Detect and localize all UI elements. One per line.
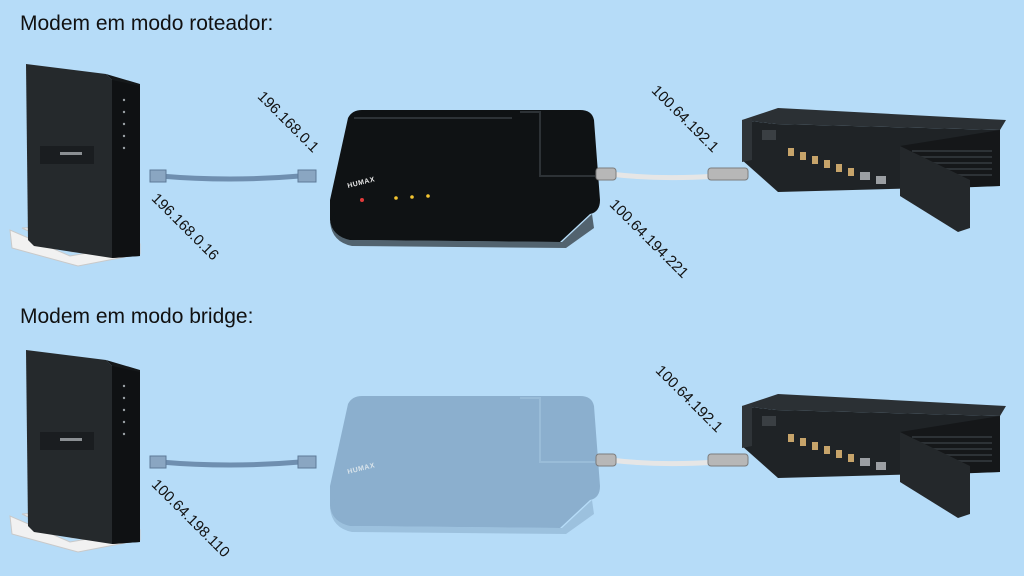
section-title-router-mode: Modem em modo roteador: <box>20 12 274 35</box>
cable-modem-1: HUMAX <box>330 110 600 248</box>
cmts-rack-2 <box>742 394 1006 518</box>
ethernet-cable-1 <box>149 169 317 183</box>
coax-cable-1 <box>595 167 749 181</box>
cable-modem-2-faded: HUMAX <box>330 396 600 534</box>
router-device-1 <box>9 63 141 267</box>
section-title-bridge-mode: Modem em modo bridge: <box>20 305 254 328</box>
router-device-2 <box>9 349 141 553</box>
coax-cable-2 <box>595 453 749 467</box>
ethernet-cable-2 <box>149 455 317 469</box>
cmts-rack-1 <box>742 108 1006 232</box>
